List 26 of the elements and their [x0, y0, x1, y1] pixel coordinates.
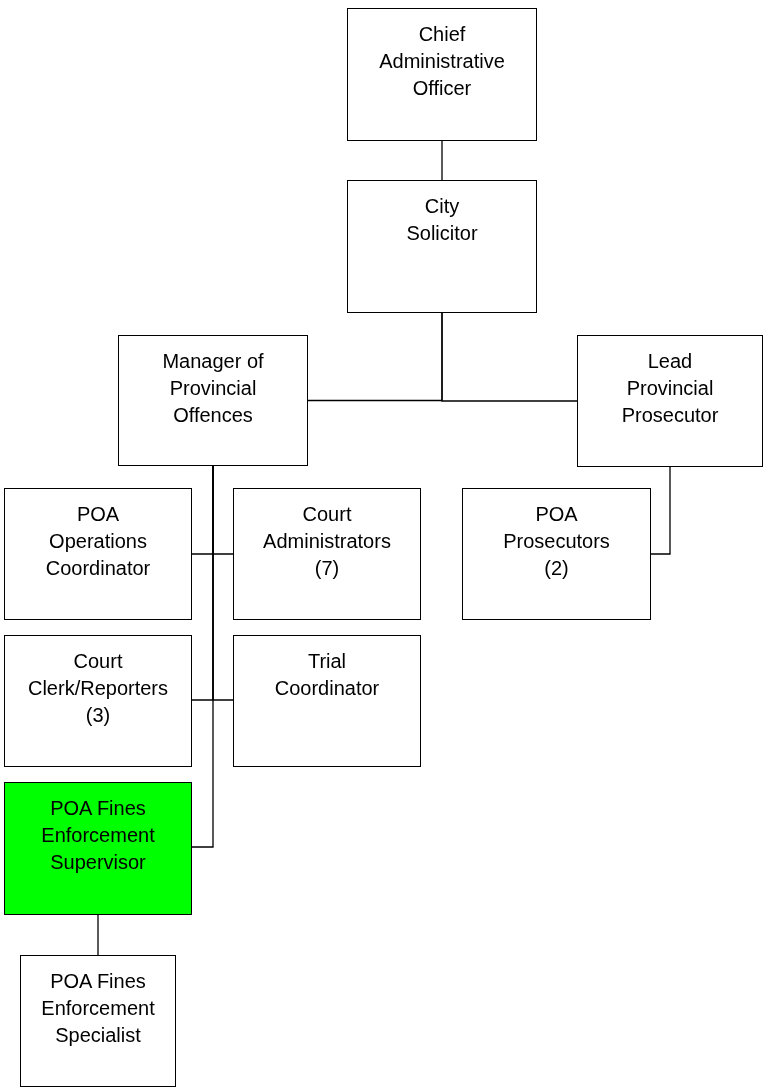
org-box	[577, 335, 763, 467]
org-box	[347, 8, 537, 141]
connector-line	[650, 466, 671, 555]
org-box	[20, 955, 176, 1087]
role-title: POA Prosecutors (2)	[502, 502, 611, 581]
role-title: Court Administrators (7)	[262, 502, 392, 581]
role-title: Lead Provincial Prosecutor	[620, 349, 720, 428]
role-title: POA Fines Enforcement Specialist	[40, 969, 156, 1048]
org-box	[4, 782, 192, 915]
role-title: POA Fines Enforcement Supervisor	[40, 796, 156, 875]
role-title: Manager of Provincial Offences	[161, 349, 265, 428]
org-box	[233, 488, 421, 620]
org-box	[4, 488, 192, 620]
role-title: City Solicitor	[405, 194, 479, 246]
role-title: Trial Coordinator	[273, 649, 381, 701]
connector-line	[441, 140, 443, 181]
org-box	[118, 335, 308, 466]
connector-line	[97, 914, 99, 956]
connector-line	[441, 312, 578, 402]
org-box	[4, 635, 192, 767]
org-box	[347, 180, 537, 313]
role-title: POA Operations Coordinator	[44, 502, 152, 581]
role-title: Court Clerk/Reporters (3)	[26, 649, 169, 728]
org-box	[233, 635, 421, 767]
role-title: Chief Administrative Officer	[378, 22, 506, 101]
org-box	[462, 488, 651, 620]
